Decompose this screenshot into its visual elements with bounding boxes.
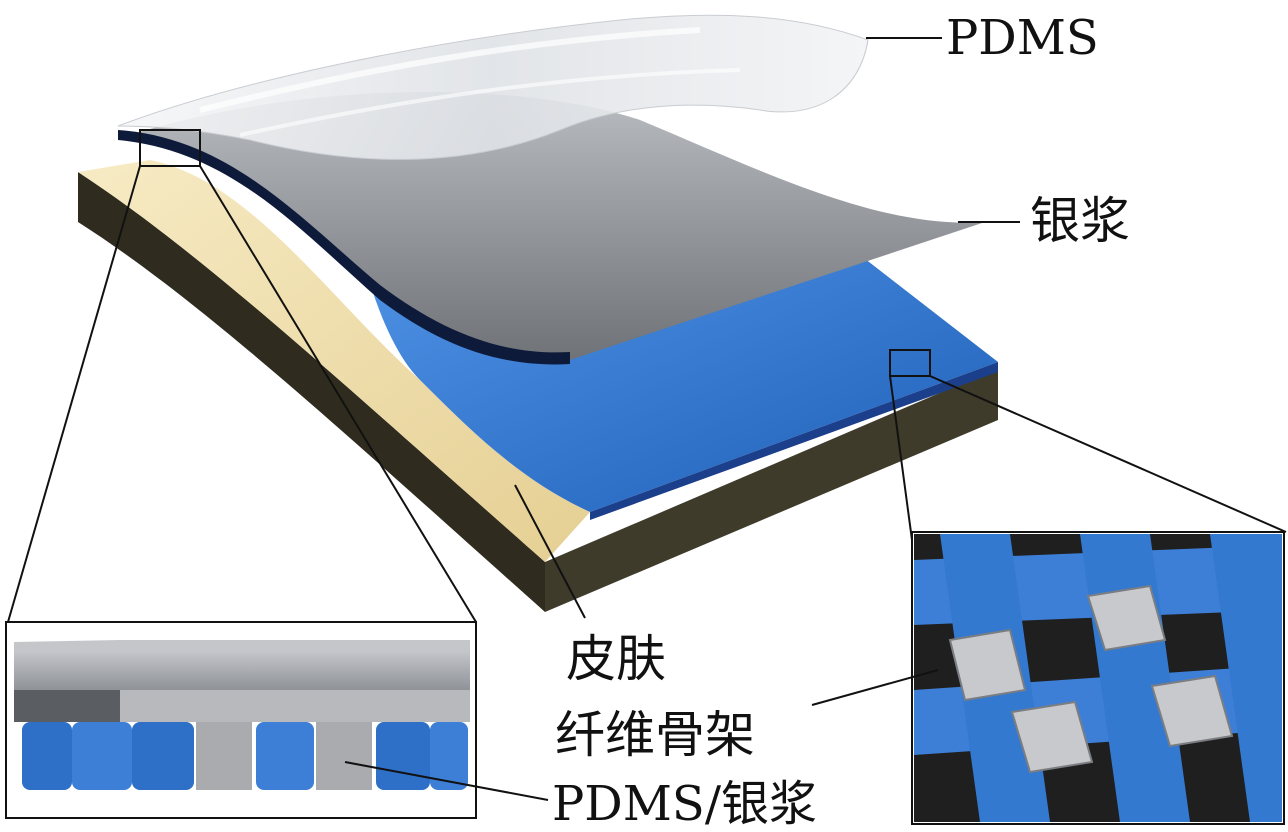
inset-silver-layer (14, 690, 470, 722)
leader-pdms-silver (344, 761, 549, 801)
inset-fiber-grid (911, 531, 1285, 825)
label-silver-paste: 银浆 (1030, 192, 1130, 250)
zoom-line-right-2 (929, 375, 1287, 533)
zoom-line-left-1 (7, 165, 141, 623)
inset-cross-section (5, 621, 477, 819)
pdms-film-sheen-2 (239, 68, 741, 137)
inset-fiber-row (22, 722, 468, 790)
label-pdms-silver-paste: PDMS/银浆 (552, 776, 817, 832)
zoom-line-right-1 (889, 375, 913, 541)
substrate-left-face (78, 172, 545, 612)
zoom-marker-left (139, 129, 201, 167)
zoom-marker-right (889, 349, 931, 377)
zoom-line-left-2 (199, 165, 477, 623)
label-fiber-skeleton: 纤维骨架 (555, 706, 755, 764)
label-pdms: PDMS (946, 10, 1099, 66)
inset-silver-blocks (948, 584, 1234, 774)
leader-skin (514, 484, 586, 619)
leader-fiber (811, 669, 939, 706)
fiber-skeleton-edge (590, 362, 998, 520)
skin-layer (78, 160, 590, 562)
substrate-front-face (545, 368, 998, 612)
silver-paste-film (120, 91, 985, 361)
label-skin: 皮肤 (566, 630, 666, 688)
pdms-film-sheen (199, 27, 701, 113)
inset-pdms-layer (14, 642, 470, 690)
fiber-skeleton-surface (360, 245, 998, 512)
substrate-block (78, 172, 998, 612)
